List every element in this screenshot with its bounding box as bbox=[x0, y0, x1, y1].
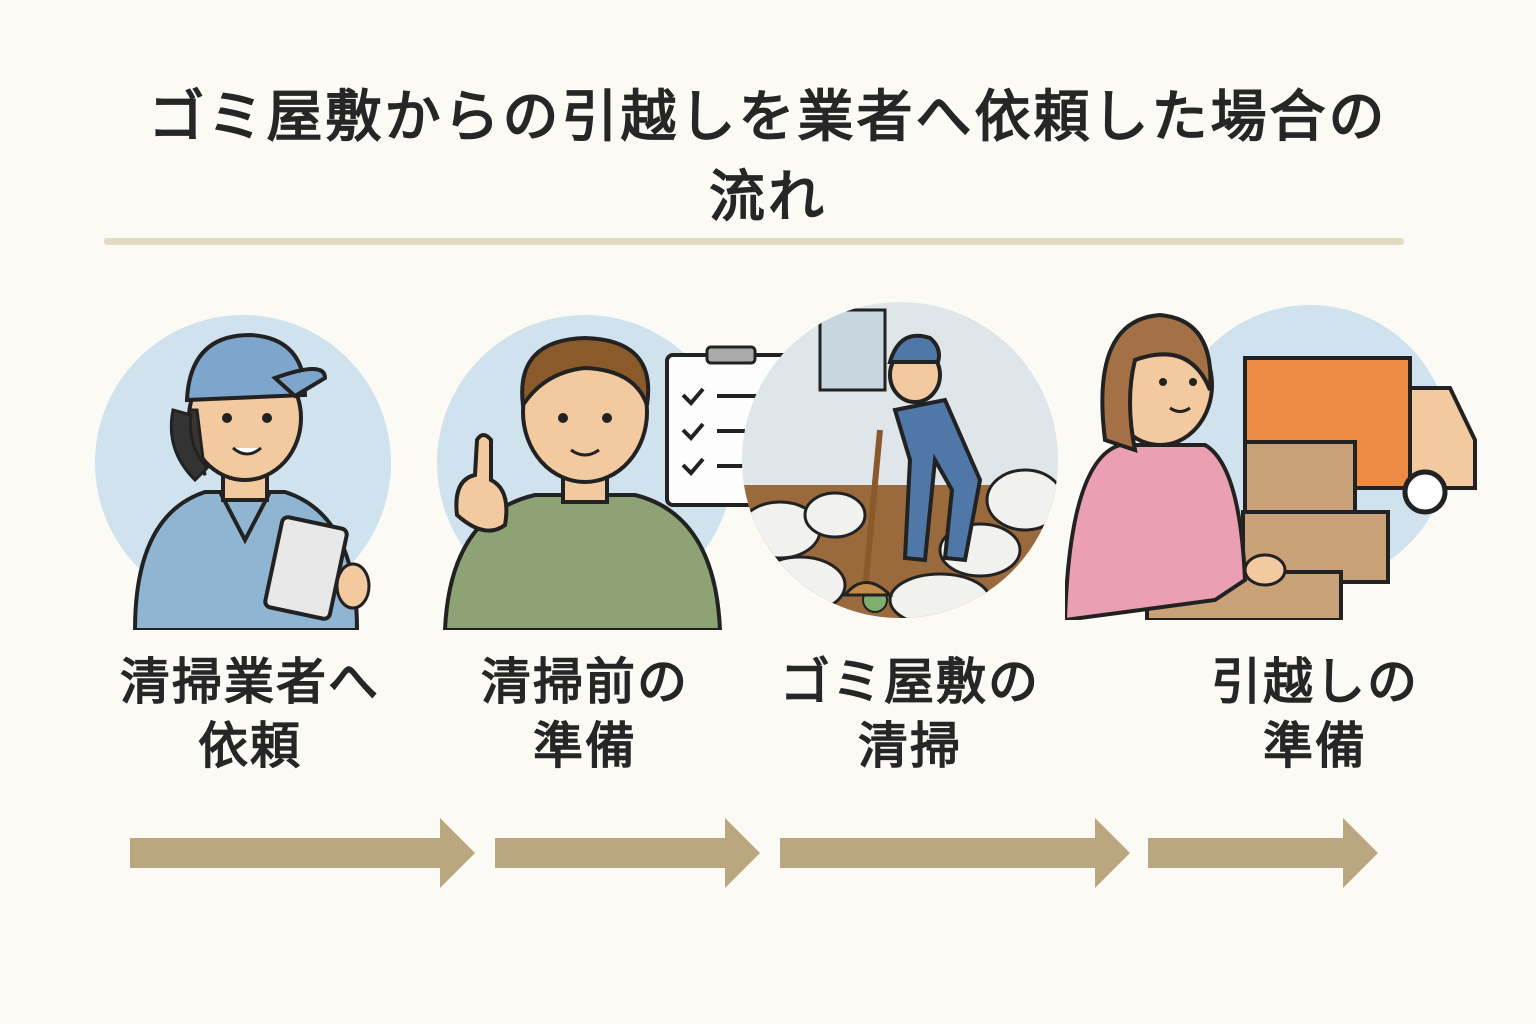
step-label-3: ゴミ屋敷の 清掃 bbox=[780, 653, 1040, 775]
step-label-1: 清掃業者へ 依頼 bbox=[120, 653, 380, 775]
arrow-right-icon bbox=[1148, 818, 1378, 888]
worker-phone-icon bbox=[95, 315, 391, 630]
arrow-right-icon bbox=[495, 818, 760, 888]
woman-packing-truck-icon bbox=[1065, 305, 1477, 620]
title-divider bbox=[104, 238, 1404, 245]
step-label-2: 清掃前の 準備 bbox=[481, 653, 689, 775]
arrow-right-icon bbox=[130, 818, 475, 888]
worker-sweeping-icon bbox=[742, 302, 1058, 618]
title-line-2: 流れ bbox=[709, 165, 827, 230]
arrow-right-icon bbox=[780, 818, 1130, 888]
step-label-4: 引越しの 準備 bbox=[1211, 653, 1419, 775]
title-line-1: ゴミ屋敷からの引越しを業者へ依頼した場合の bbox=[148, 85, 1388, 150]
man-checklist-icon bbox=[437, 315, 797, 630]
page-title: ゴミ屋敷からの引越しを業者へ依頼した場合の 流れ bbox=[0, 78, 1536, 238]
